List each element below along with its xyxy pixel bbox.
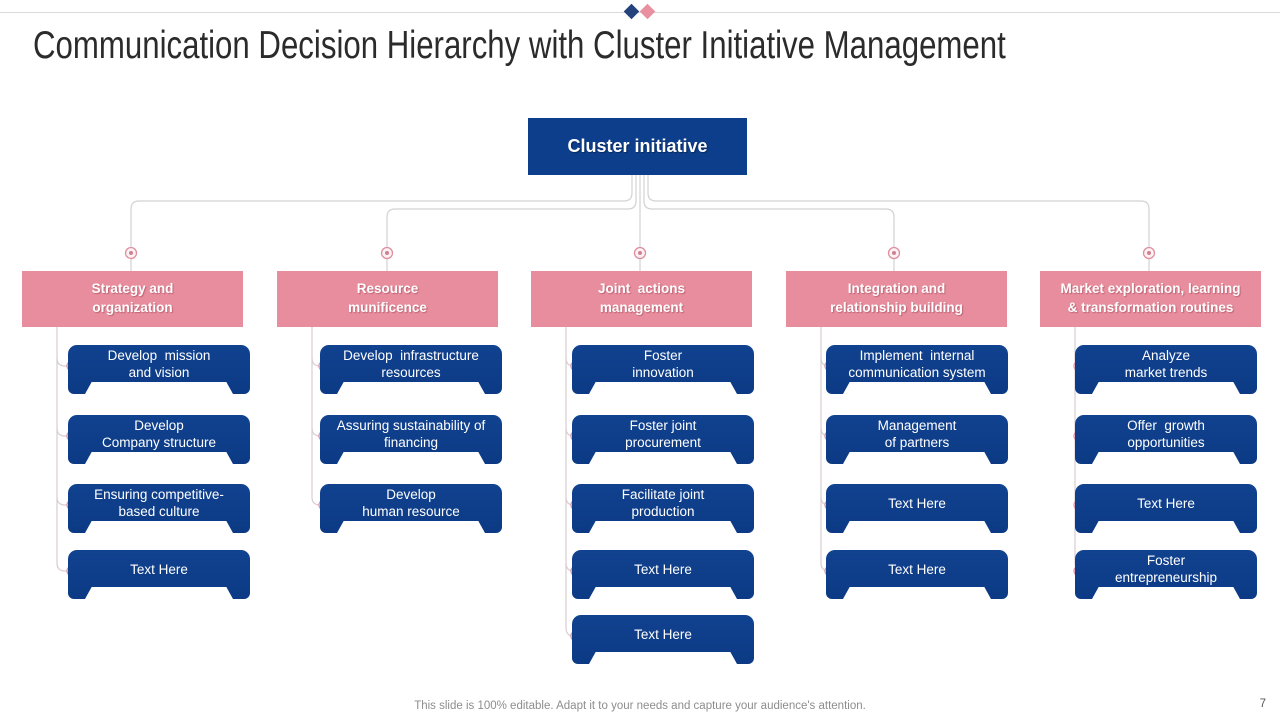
child-node[interactable]: Text Here bbox=[572, 615, 754, 664]
category-header-integration-relationship-building[interactable]: Integration and relationship building bbox=[786, 271, 1007, 327]
blue-diamond-icon bbox=[623, 3, 640, 20]
child-node[interactable]: Management of partners bbox=[826, 415, 1008, 464]
page-number: 7 bbox=[1259, 698, 1266, 710]
child-node[interactable]: Ensuring competitive- based culture bbox=[68, 484, 250, 533]
child-node[interactable]: Develop Company structure bbox=[68, 415, 250, 464]
child-node[interactable]: Develop human resource bbox=[320, 484, 502, 533]
child-node[interactable]: Text Here bbox=[68, 550, 250, 599]
child-node[interactable]: Implement internal communication system bbox=[826, 345, 1008, 394]
child-node[interactable]: Foster innovation bbox=[572, 345, 754, 394]
child-node[interactable]: Text Here bbox=[826, 550, 1008, 599]
footer-note: This slide is 100% editable. Adapt it to… bbox=[414, 700, 866, 712]
child-node[interactable]: Develop mission and vision bbox=[68, 345, 250, 394]
child-node[interactable]: Offer growth opportunities bbox=[1075, 415, 1257, 464]
child-node[interactable]: Foster entrepreneurship bbox=[1075, 550, 1257, 599]
category-header-market-exploration-routines[interactable]: Market exploration, learning & transform… bbox=[1040, 271, 1261, 327]
child-node[interactable]: Assuring sustainability of financing bbox=[320, 415, 502, 464]
child-node[interactable]: Text Here bbox=[1075, 484, 1257, 533]
category-header-joint-actions-management[interactable]: Joint actions management bbox=[531, 271, 752, 327]
child-node[interactable]: Facilitate joint production bbox=[572, 484, 754, 533]
pink-diamond-icon bbox=[639, 3, 656, 20]
root-node-cluster-initiative[interactable]: Cluster initiative bbox=[528, 118, 747, 175]
category-header-strategy-and-organization[interactable]: Strategy and organization bbox=[22, 271, 243, 327]
child-node[interactable]: Text Here bbox=[826, 484, 1008, 533]
child-node[interactable]: Develop infrastructure resources bbox=[320, 345, 502, 394]
child-node[interactable]: Foster joint procurement bbox=[572, 415, 754, 464]
child-node[interactable]: Analyze market trends bbox=[1075, 345, 1257, 394]
root-node-label: Cluster initiative bbox=[567, 136, 708, 156]
page-title: Communication Decision Hierarchy with Cl… bbox=[33, 24, 1006, 67]
child-node[interactable]: Text Here bbox=[572, 550, 754, 599]
category-header-resource-munificence[interactable]: Resource munificence bbox=[277, 271, 498, 327]
